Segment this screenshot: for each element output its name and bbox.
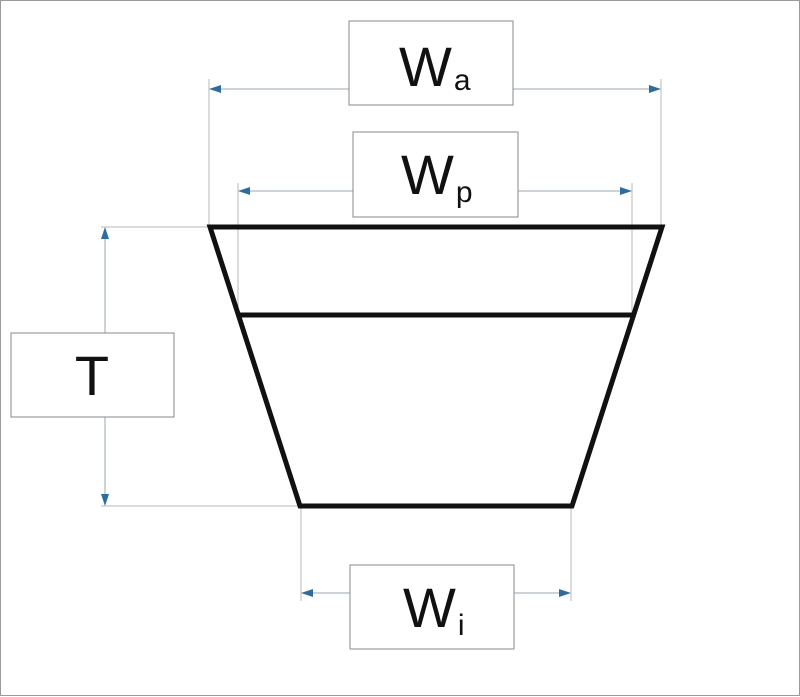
t-label-main: T — [75, 344, 109, 407]
wa-label-main: W — [399, 35, 452, 98]
wp-label-box — [352, 131, 519, 218]
t-label: T — [10, 332, 175, 418]
wa-label-box — [348, 20, 514, 106]
wp-label-text: Wp — [401, 143, 473, 209]
wi-label-text: Wi — [403, 576, 465, 642]
wp-label-sub: p — [456, 176, 473, 209]
wa-label: Wa — [348, 20, 514, 106]
wi-label: Wi — [349, 564, 515, 650]
t-label-box — [10, 332, 175, 418]
wi-label-box — [349, 564, 515, 650]
wp-label-main: W — [401, 143, 454, 206]
belt-trapezoid-outline — [206, 224, 666, 509]
wa-label-sub: a — [454, 64, 471, 97]
wp-label: Wp — [352, 131, 519, 218]
wi-label-main: W — [403, 576, 456, 639]
wa-label-text: Wa — [399, 35, 471, 98]
wi-label-sub: i — [458, 609, 465, 642]
